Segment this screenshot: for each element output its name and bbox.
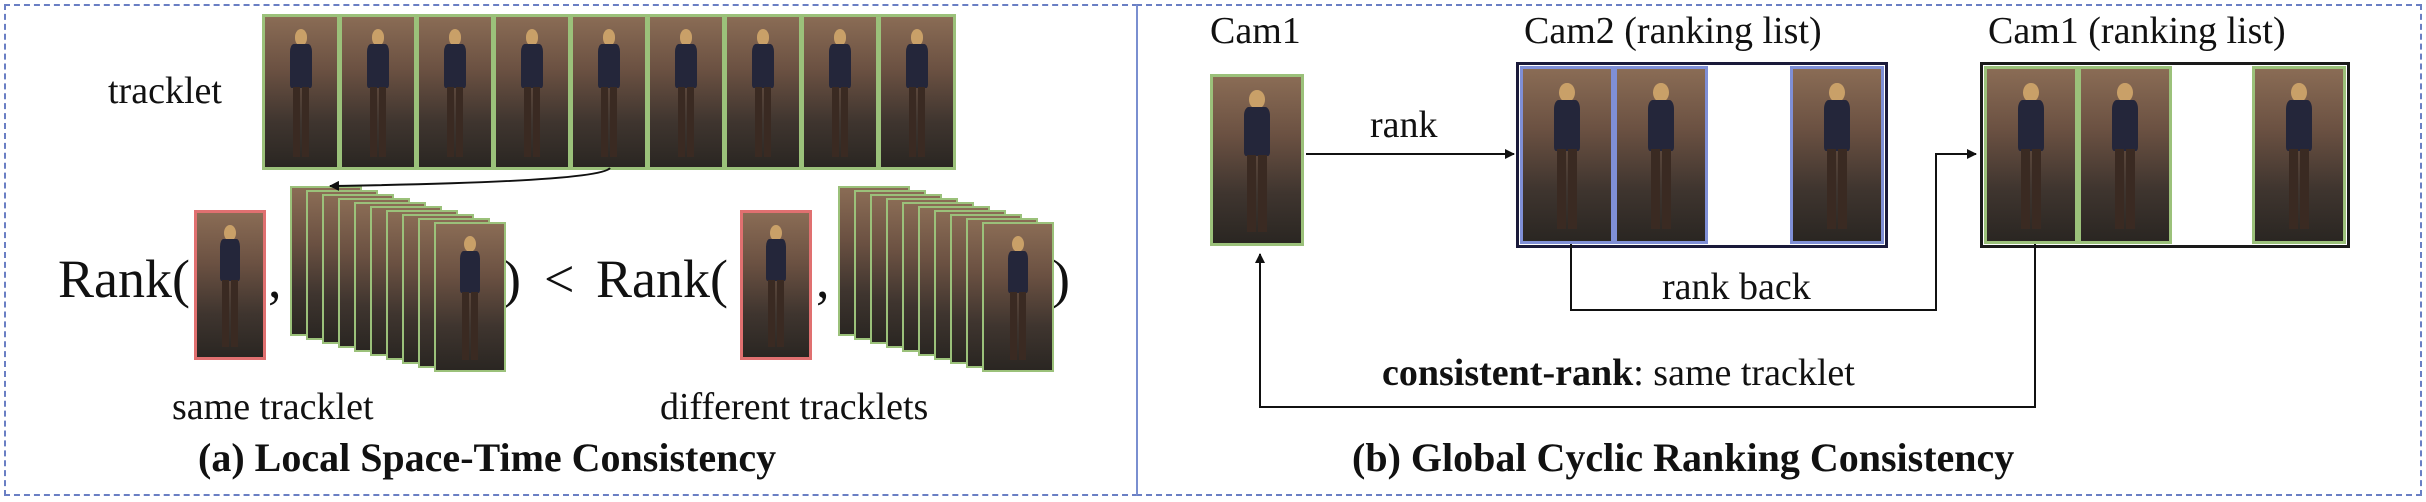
close-paren-right: ) <box>1052 249 1070 309</box>
cam1-query-image <box>1210 74 1304 246</box>
cam1-label: Cam1 <box>1210 10 1301 52</box>
comma-left: , <box>268 249 282 309</box>
rank-arrow-label: rank <box>1370 104 1438 146</box>
less-than-sign: < <box>544 249 575 309</box>
tracklet-frame <box>493 14 571 170</box>
rank-back-label: rank back <box>1662 266 1811 308</box>
tracklet-frame <box>339 14 417 170</box>
cam1-ranking-list-label: Cam1 (ranking list) <box>1988 10 2286 52</box>
rank-left-label: Rank( <box>58 249 190 309</box>
cam2-ranking-list-label: Cam2 (ranking list) <box>1524 10 1822 52</box>
cam2-rank-image-1 <box>1520 66 1614 244</box>
tracklet-frame <box>724 14 802 170</box>
same-tracklet-stack-frame <box>434 222 506 372</box>
query-image-right <box>740 210 812 360</box>
tracklet-label: tracklet <box>108 70 222 112</box>
consistent-rank-label: consistent-rank: same tracklet <box>1382 354 1855 392</box>
consistent-rank-bold: consistent-rank <box>1382 352 1634 394</box>
close-paren-left: ) <box>503 249 521 309</box>
tracklet-frame <box>570 14 648 170</box>
tracklet-frame <box>262 14 340 170</box>
tracklet-to-stack-arrow <box>329 167 611 191</box>
cam2-rank-image-2 <box>1614 66 1708 244</box>
rank-back-arrow <box>1570 149 1977 311</box>
different-tracklets-label: different tracklets <box>660 386 929 428</box>
consistent-rank-rest: : same tracklet <box>1633 352 1855 394</box>
cam1-rank-image-2 <box>2078 66 2172 244</box>
different-tracklets-stack-frame <box>982 222 1054 372</box>
tracklet-frame <box>647 14 725 170</box>
cam1-rank-image-n <box>2252 66 2346 244</box>
panel-global-consistency <box>1136 4 2422 496</box>
comma-right: , <box>816 249 830 309</box>
cam2-rank-image-n <box>1790 66 1884 244</box>
caption-a: (a) Local Space-Time Consistency <box>198 435 777 480</box>
same-tracklet-label: same tracklet <box>172 386 374 428</box>
tracklet-frame <box>801 14 879 170</box>
cam1-rank-image-1 <box>1984 66 2078 244</box>
tracklet-frame <box>416 14 494 170</box>
caption-b: (b) Global Cyclic Ranking Consistency <box>1352 435 2015 480</box>
consistent-rank-arrow <box>1255 244 2036 408</box>
query-image-left <box>194 210 266 360</box>
tracklet-frame <box>878 14 956 170</box>
rank-right-label: Rank( <box>596 249 728 309</box>
